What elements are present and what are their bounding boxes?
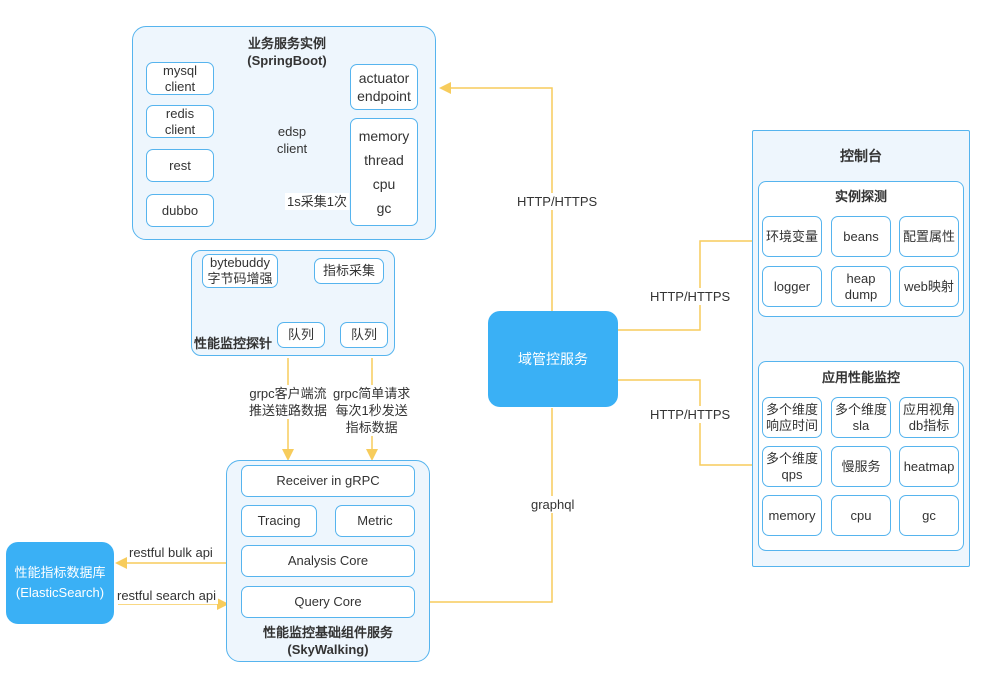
apm-item-cpu: cpu	[831, 495, 891, 536]
runtime-metrics-box: memory thread cpu gc	[350, 118, 418, 226]
apm-item-db-metrics: 应用视角 db指标	[899, 397, 959, 438]
queue-box-1: 队列	[277, 322, 325, 348]
mysql-client-box: mysql client	[146, 62, 214, 95]
console-title: 控制台	[840, 148, 882, 164]
edsp-client-label: edsp client	[276, 124, 308, 156]
apm-item-qps: 多个维度 qps	[762, 446, 822, 487]
http-low-label: HTTP/HTTPS	[648, 406, 733, 423]
redis-client-box: redis client	[146, 105, 214, 138]
apm-item-response-time: 多个维度 响应时间	[762, 397, 822, 438]
query-core-box: Query Core	[241, 586, 415, 618]
elasticsearch-node: 性能指标数据库 (ElasticSearch)	[6, 542, 114, 624]
probe-item-config: 配置属性	[899, 216, 959, 257]
apm-item-memory: memory	[762, 495, 822, 536]
apm-item-heatmap: heatmap	[899, 446, 959, 487]
grpc-stream-label: grpc客户端流 推送链路数据	[247, 385, 330, 419]
springboot-title: 业务服务实例 (SpringBoot)	[247, 36, 327, 68]
skywalking-title: 性能监控基础组件服务 (SkyWalking)	[262, 625, 393, 657]
probe-item-env: 环境变量	[762, 216, 822, 257]
apm-item-sla: 多个维度 sla	[831, 397, 891, 438]
apm-item-gc: gc	[899, 495, 959, 536]
queue-box-2: 队列	[340, 322, 388, 348]
apm-title: 应用性能监控	[821, 370, 900, 385]
instance-probe-title: 实例探测	[834, 189, 887, 204]
bulk-api-label: restful bulk api	[127, 544, 215, 561]
actuator-endpoint-box: actuator endpoint	[350, 64, 418, 110]
probe-item-logger: logger	[762, 266, 822, 307]
bytebuddy-box: bytebuddy 字节码增强	[202, 254, 278, 288]
tracing-box: Tracing	[241, 505, 317, 537]
apm-item-slow-service: 慢服务	[831, 446, 891, 487]
metric-collect-box: 指标采集	[314, 258, 384, 284]
graphql-label: graphql	[529, 496, 577, 513]
grpc-simple-label: grpc简单请求 每次1秒发送 指标数据	[331, 385, 413, 436]
probe-title: 性能监控探针	[193, 336, 272, 351]
rest-box: rest	[146, 149, 214, 182]
probe-item-beans: beans	[831, 216, 891, 257]
probe-item-web-mapping: web映射	[899, 266, 959, 307]
collect-interval-label: 1s采集1次	[285, 193, 349, 210]
analysis-core-box: Analysis Core	[241, 545, 415, 577]
domain-service-node: 域管控服务	[488, 311, 618, 407]
dubbo-box: dubbo	[146, 194, 214, 227]
metric-box: Metric	[335, 505, 415, 537]
search-api-label: restful search api	[115, 587, 218, 604]
http-mid-label: HTTP/HTTPS	[648, 288, 733, 305]
http-top-label: HTTP/HTTPS	[515, 193, 600, 210]
receiver-grpc-box: Receiver in gRPC	[241, 465, 415, 497]
probe-item-heap-dump: heap dump	[831, 266, 891, 307]
